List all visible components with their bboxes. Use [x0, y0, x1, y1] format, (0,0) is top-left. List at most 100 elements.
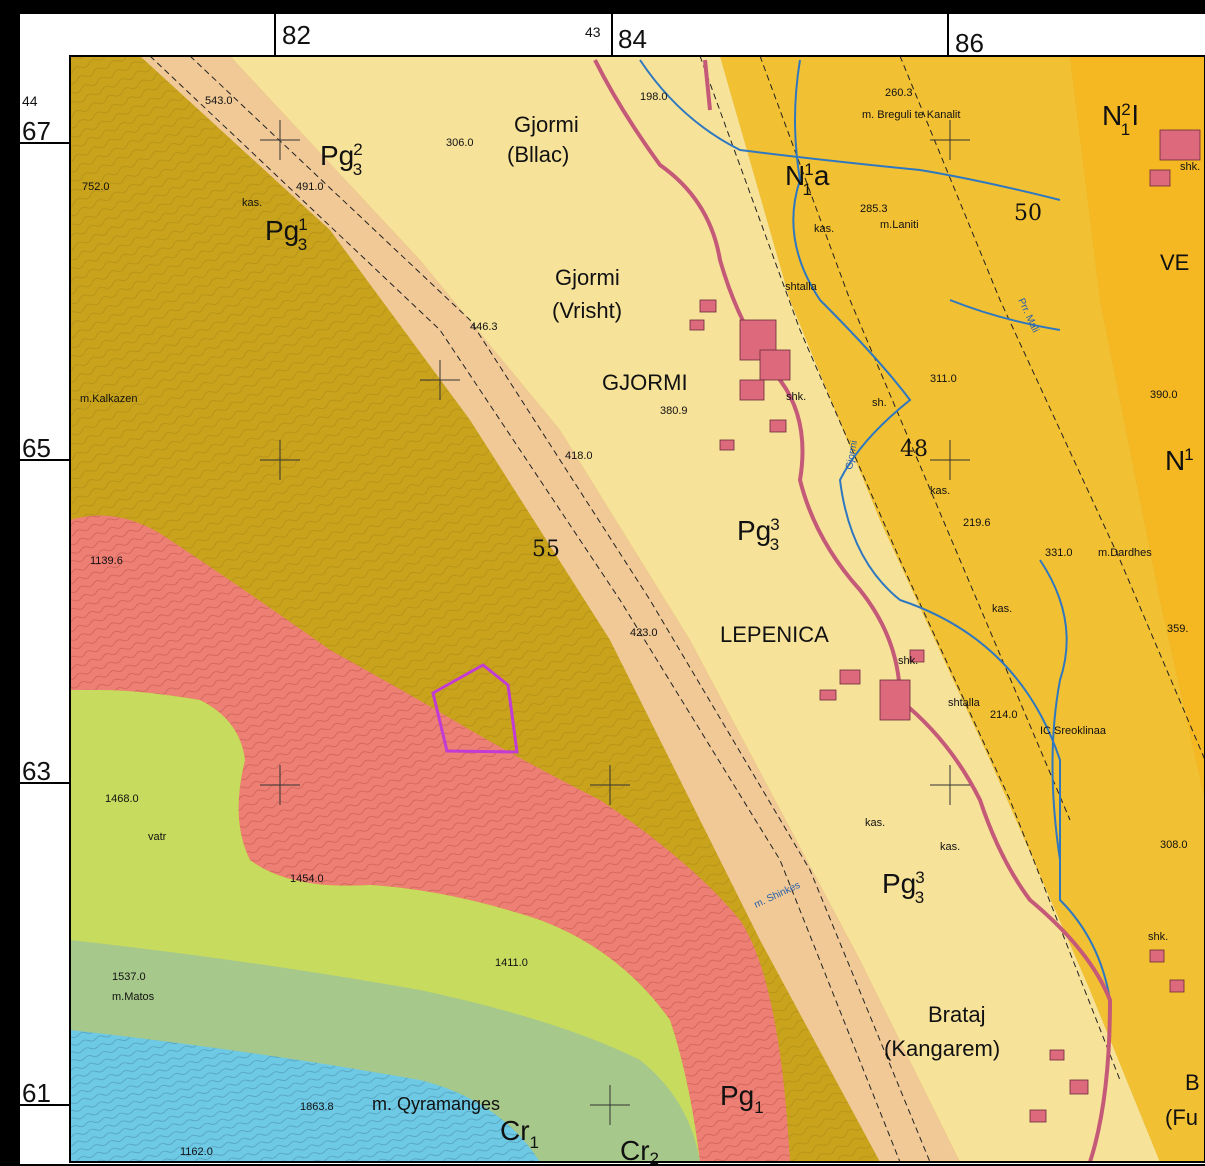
- grid-label-44: 44: [22, 93, 38, 109]
- spot-height: 423.0: [630, 627, 658, 639]
- grid-label-63: 63: [22, 756, 51, 786]
- dip-value-50: 50: [1014, 201, 1042, 226]
- spot-height: 285.3: [860, 203, 888, 215]
- unit-pg33-area: [230, 56, 1160, 1162]
- place-ve: VE: [1160, 250, 1189, 275]
- dip-value-48: 48: [900, 437, 928, 462]
- fault-lines: [149, 56, 1205, 1162]
- spot-height: 418.0: [565, 450, 593, 462]
- label-kas: kas.: [930, 485, 950, 497]
- river-main: [792, 59, 1111, 1001]
- label-shtalla: shtalla: [785, 281, 818, 293]
- label-lanit: m.Laniti: [880, 219, 919, 231]
- grid-label-65: 65: [22, 433, 51, 463]
- spot-height: 380.9: [660, 405, 688, 417]
- label-shk: shk.: [1180, 161, 1200, 173]
- spot-height: 1468.0: [105, 793, 139, 805]
- label-kas: kas.: [242, 197, 262, 209]
- label-river-gjormi: Gjormi: [844, 440, 860, 471]
- pink-contours: [70, 515, 790, 1162]
- spot-height: 390.0: [1150, 389, 1178, 401]
- unit-label-cr1: Cr1: [500, 1115, 539, 1152]
- label-shk: shk.: [786, 391, 806, 403]
- road-spur: [703, 59, 712, 111]
- place-fu: (Fu: [1165, 1105, 1198, 1130]
- spot-height: 1139.6: [90, 555, 123, 567]
- label-kas: kas.: [992, 603, 1012, 615]
- main-road: [593, 59, 1113, 1162]
- label-shk: shk.: [898, 655, 918, 667]
- study-area-polygon[interactable]: [431, 663, 519, 754]
- grid-label-82: 82: [282, 20, 311, 50]
- spot-height: 1162.0: [180, 1146, 213, 1158]
- spot-height: 543.0: [205, 95, 233, 107]
- label-kas: kas.: [814, 223, 834, 235]
- grid-label-61: 61: [22, 1078, 51, 1108]
- grid-label-43: 43: [585, 24, 601, 40]
- unit-n12-area: [1070, 56, 1205, 800]
- label-matos: m.Matos: [112, 991, 155, 1003]
- river-north: [639, 59, 1061, 201]
- spot-heights: 543.0 306.0 491.0 752.0 198.0 260.3 285.…: [82, 87, 1188, 1158]
- unit-n11a-area: [720, 56, 1205, 1162]
- place-brataj-sub: (Kangarem): [884, 1036, 1000, 1061]
- spot-height: 359.: [1167, 623, 1188, 635]
- grid-label-86: 86: [955, 28, 984, 58]
- grid-label-67: 67: [22, 116, 51, 146]
- place-b: B: [1185, 1070, 1200, 1095]
- spot-height: 1411.0: [495, 957, 528, 969]
- spot-height: 214.0: [990, 709, 1018, 721]
- spot-height: 752.0: [82, 181, 110, 193]
- spot-height: 219.6: [963, 517, 991, 529]
- spot-height: 331.0: [1045, 547, 1073, 559]
- label-kas: kas.: [940, 841, 960, 853]
- place-gjormi-vrisht: Gjormi: [555, 265, 620, 290]
- label-sreoklinaa: IC Sreoklinaa: [1040, 725, 1107, 737]
- spot-height: 446.3: [470, 321, 498, 333]
- grid-label-84: 84: [618, 24, 647, 54]
- label-kas: kas.: [865, 817, 885, 829]
- spot-height: 1863.8: [300, 1101, 334, 1113]
- place-gjormi: GJORMI: [602, 370, 688, 395]
- grid-crosses: [260, 120, 970, 1125]
- place-gjormi-vrisht-sub: (Vrisht): [552, 298, 622, 323]
- river-trib: [949, 299, 1061, 331]
- place-gjormi-bllac: Gjormi: [514, 112, 579, 137]
- place-gjormi-bllac-sub: (Bllac): [507, 142, 569, 167]
- blue-contours: [70, 1030, 540, 1162]
- spot-height: 306.0: [446, 137, 474, 149]
- label-qyramanges: m. Qyramanges: [372, 1094, 500, 1114]
- spot-height: 260.3: [885, 87, 913, 99]
- unit-label-pg1: Pg1: [720, 1080, 764, 1117]
- label-shtalla: shtalla: [948, 697, 981, 709]
- river-east: [1039, 559, 1068, 861]
- label-shk: shk.: [1148, 931, 1168, 943]
- spot-height: 1537.0: [112, 971, 146, 983]
- spot-height: 311.0: [930, 373, 957, 385]
- place-brataj: Brataj: [928, 1002, 985, 1027]
- spot-height: 198.0: [640, 91, 668, 103]
- rivers: [639, 59, 1111, 1001]
- village-blocks: [689, 129, 1201, 1123]
- label-dardhes: m.Dardhes: [1098, 547, 1152, 559]
- dip-value-55: 55: [532, 537, 560, 562]
- place-lepenica: LEPENICA: [720, 622, 829, 647]
- map-neatline: [69, 55, 1205, 1163]
- spot-height: 308.0: [1160, 839, 1188, 851]
- spot-height: 491.0: [296, 181, 324, 193]
- label-vatra: vatr: [148, 831, 167, 843]
- unit-label-n1: N1: [1165, 445, 1194, 476]
- label-kraqul: m. Breguli te Kanalit: [862, 109, 960, 121]
- spot-height: 1454.0: [290, 873, 324, 885]
- label-sh: sh.: [872, 397, 887, 409]
- label-kalkazen: m.Kalkazen: [80, 393, 137, 405]
- unit-label-cr2: Cr2: [620, 1135, 659, 1166]
- unit-pg32-band: [140, 56, 960, 1162]
